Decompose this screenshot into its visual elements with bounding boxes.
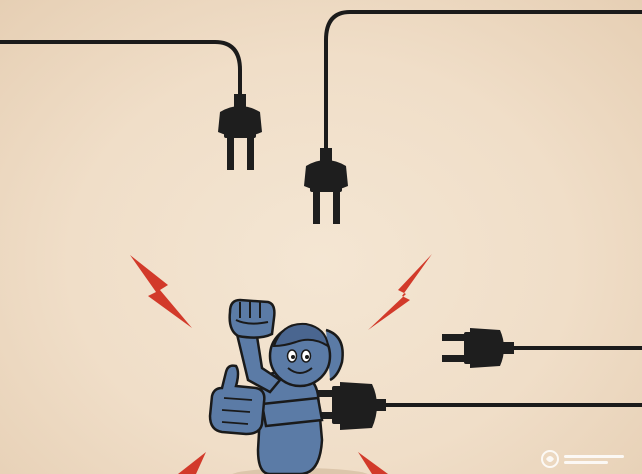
hanging-plug-middle [304, 10, 642, 224]
cable-left [0, 40, 242, 96]
lightning-bolt-icon [130, 255, 192, 328]
electric-plug-icon [314, 382, 386, 430]
hanging-plug-left [0, 40, 262, 170]
lightning-bolt-icon [358, 452, 388, 474]
electric-plug-icon [304, 148, 348, 224]
horizontal-plug-upper [442, 328, 642, 368]
cable-middle [324, 10, 642, 150]
raised-fist-icon [228, 298, 276, 339]
figure-holding-arm [260, 396, 324, 428]
thumbs-up-icon [208, 364, 266, 436]
figure-head [268, 322, 344, 388]
electric-plug-icon [218, 94, 262, 170]
electric-plug-icon [442, 328, 514, 368]
horizontal-plug-held [314, 382, 642, 430]
figure-smile [287, 367, 313, 374]
person-figure [208, 298, 368, 474]
lightning-bolt-icon [368, 254, 432, 330]
watermark-logo-icon [541, 450, 624, 468]
lightning-bolts [130, 254, 432, 474]
lightning-bolt-icon [178, 452, 206, 474]
